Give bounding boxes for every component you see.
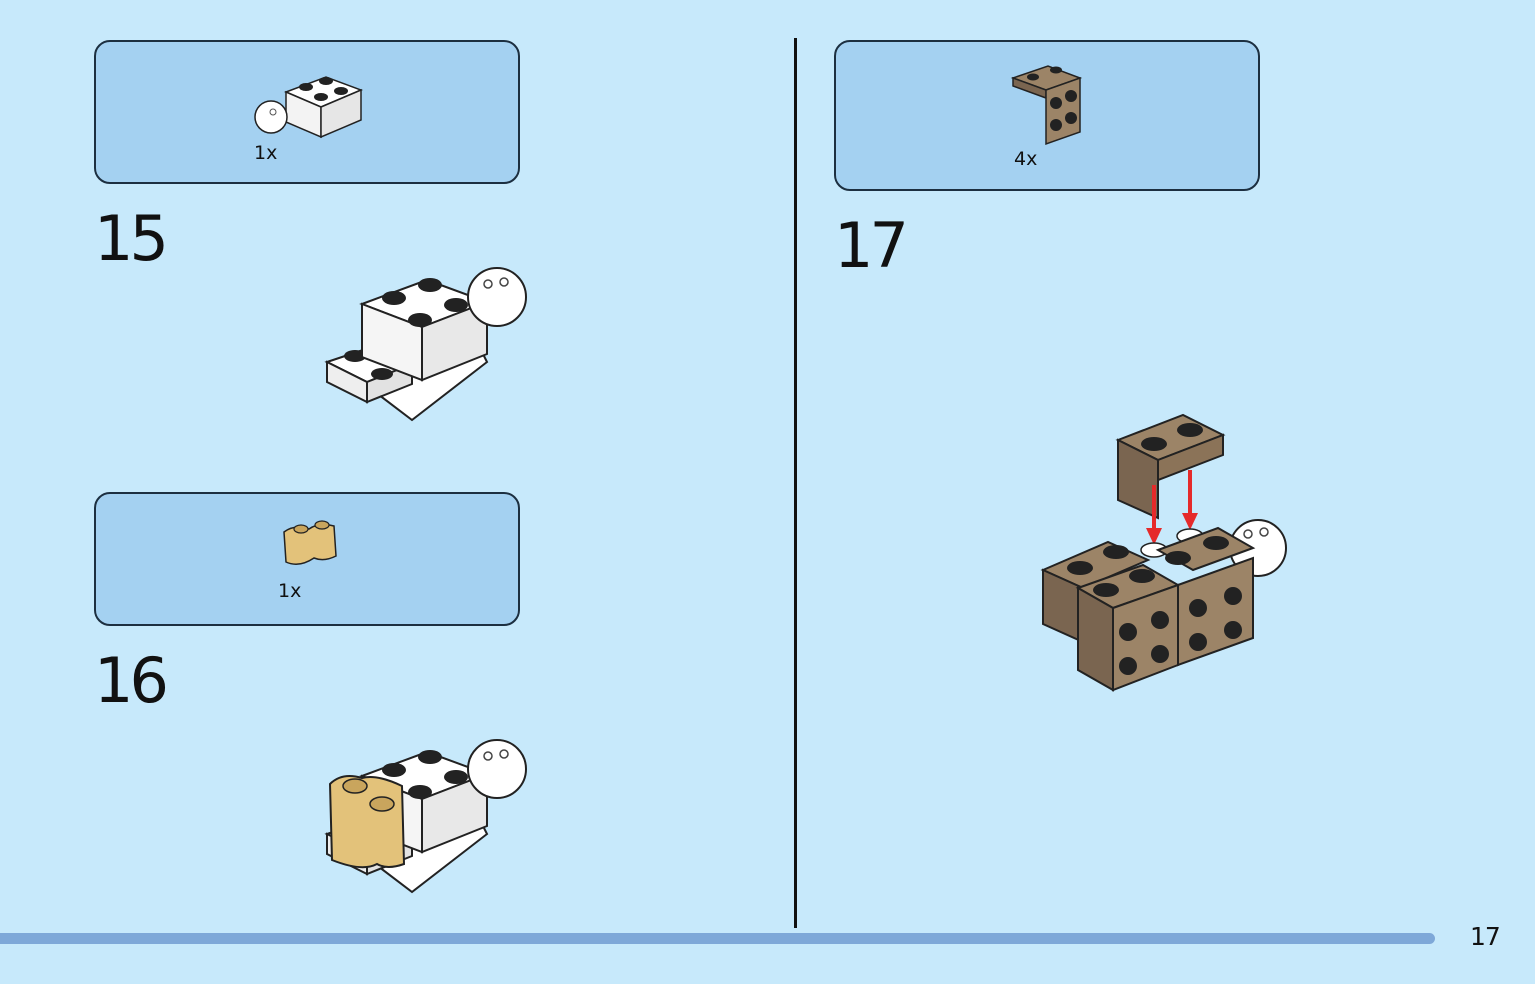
part-qty: 1x xyxy=(278,580,302,602)
brown-bracket-icon xyxy=(1010,65,1083,146)
step-16-model-illustration xyxy=(324,739,527,894)
tan-curved-brick-icon xyxy=(283,520,337,565)
parts-box-step-17: 4x xyxy=(834,40,1260,191)
progress-bar xyxy=(0,933,1435,944)
step-number-17: 17 xyxy=(834,209,909,282)
column-divider xyxy=(794,38,797,928)
step-15-model-illustration xyxy=(324,267,527,422)
part-qty: 1x xyxy=(254,142,278,164)
white-brick-with-ball-icon xyxy=(254,76,364,139)
step-number-16: 16 xyxy=(94,644,169,717)
step-number-15: 15 xyxy=(94,202,169,275)
parts-box-step-16: 1x xyxy=(94,492,520,626)
part-qty: 4x xyxy=(1014,148,1038,170)
step-17-model-illustration xyxy=(1040,413,1287,692)
page-number: 17 xyxy=(1470,922,1501,951)
parts-box-step-15: 1x xyxy=(94,40,520,184)
